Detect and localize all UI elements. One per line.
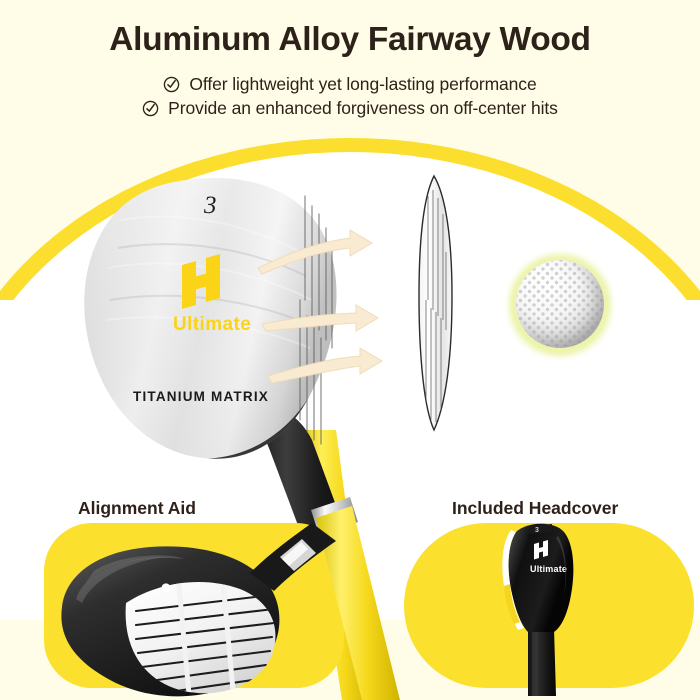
check-circle-icon	[142, 100, 159, 117]
check-circle-icon	[164, 76, 180, 93]
list-item-label: Provide an enhanced forgiveness on off-c…	[168, 98, 558, 118]
alignment-aid-panel	[44, 523, 344, 688]
list-item: Provide an enhanced forgiveness on off-c…	[142, 98, 558, 119]
list-item: Offer lightweight yet long-lasting perfo…	[163, 74, 537, 95]
included-headcover-panel	[404, 523, 694, 688]
golf-ball	[508, 253, 612, 357]
golf-ball-dimples	[516, 260, 604, 348]
alignment-aid-label: Alignment Aid	[78, 498, 196, 518]
header: Aluminum Alloy Fairway Wood Offer lightw…	[0, 0, 700, 140]
included-headcover-label: Included Headcover	[452, 498, 619, 518]
feature-bullet-list: Offer lightweight yet long-lasting perfo…	[0, 74, 700, 119]
list-item-label: Offer lightweight yet long-lasting perfo…	[189, 74, 537, 94]
page-title: Aluminum Alloy Fairway Wood	[109, 21, 591, 58]
golf-ball-sphere	[516, 260, 604, 348]
